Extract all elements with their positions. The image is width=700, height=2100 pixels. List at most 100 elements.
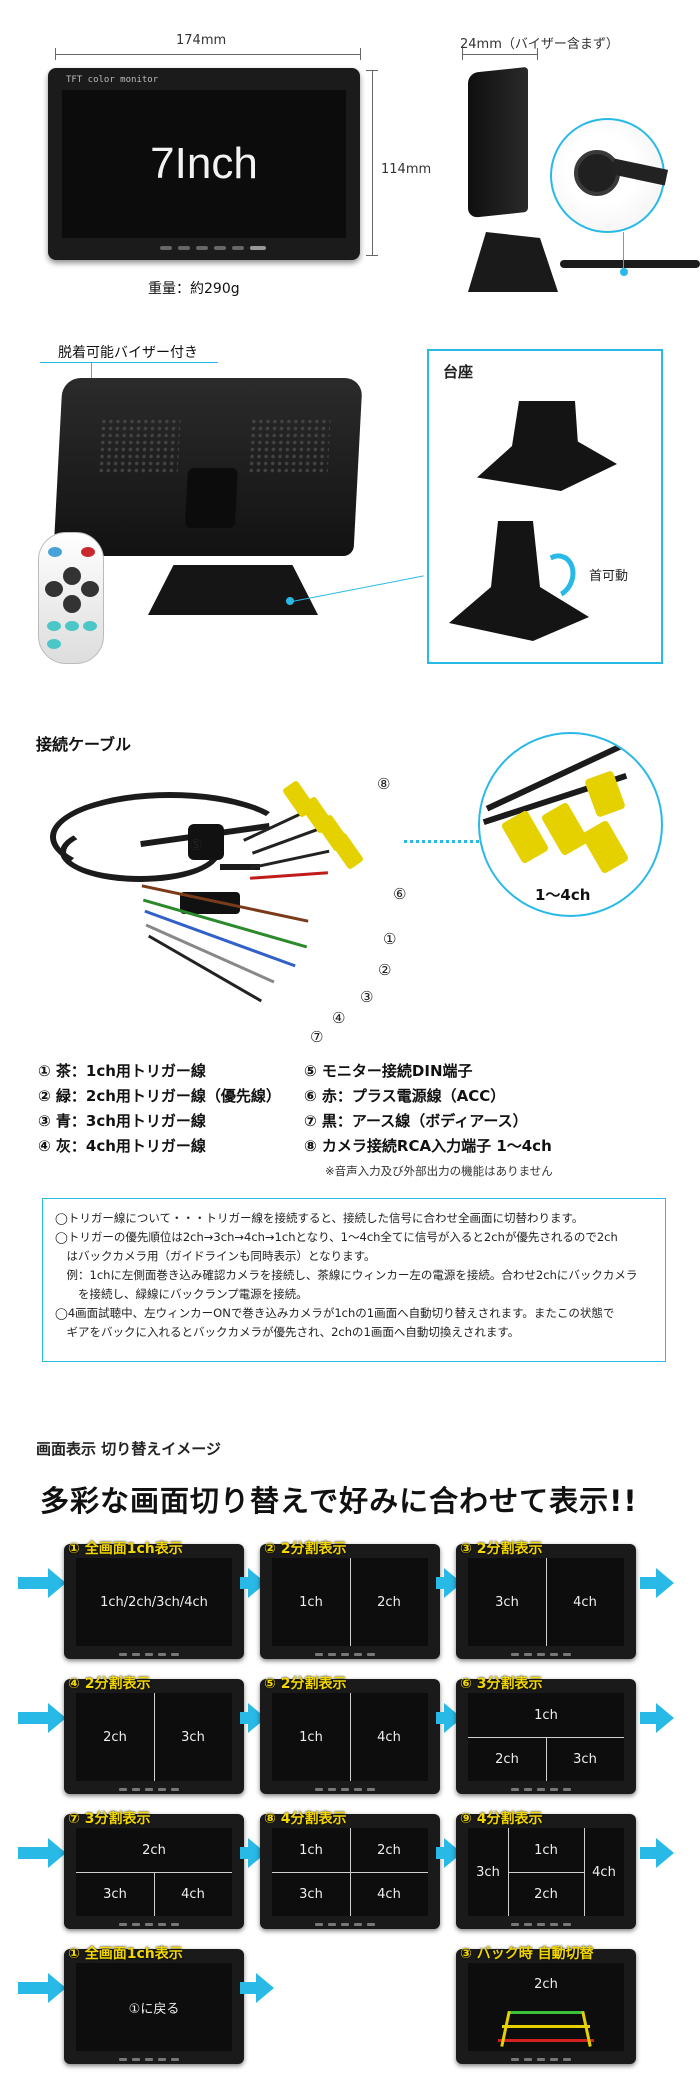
panel-cell: 2ch <box>377 1842 401 1858</box>
stand-box-title: 台座 <box>443 363 474 381</box>
monitor-size-label: 7Inch <box>150 139 258 188</box>
remote-control-image <box>38 532 104 664</box>
cable-number-4: ④ <box>332 1009 346 1027</box>
flow-arrow <box>640 1847 658 1859</box>
note-line: を接続し、緑線にバックランプ電源を接続。 <box>55 1287 308 1301</box>
panel-cell: 1ch/2ch/3ch/4ch <box>100 1594 208 1610</box>
note-line: ◯トリガーの優先順位は2ch→3ch→4ch→1chとなり、1〜4ch全てに信号… <box>55 1230 618 1244</box>
flow-arrow-head <box>48 1568 66 1598</box>
panel-label: ⑦ 3分割表示 <box>68 1811 151 1827</box>
panel-cell: 4ch <box>377 1886 401 1902</box>
monitor-buttons <box>160 246 266 250</box>
flow-arrow <box>640 1712 658 1724</box>
flow-arrow <box>240 1847 250 1859</box>
monitor-back-image <box>53 378 363 556</box>
display-panel-back: 2ch ③ バック時 自動切替 <box>456 1946 636 2064</box>
flow-arrow <box>436 1847 446 1859</box>
dim-tick <box>55 48 56 60</box>
rotate-label: 首可動 <box>589 569 629 584</box>
visor-pointer-line <box>91 362 92 390</box>
monitor-brand-text: TFT color monitor <box>66 75 159 85</box>
legend-rca: ⑧ カメラ接続RCA入力端子 1〜4ch <box>304 1137 552 1155</box>
monitor-front-image: TFT color monitor 7Inch <box>48 68 360 260</box>
cable-side <box>560 260 700 268</box>
panel-cell: 4ch <box>592 1864 616 1880</box>
stand-pointer-line <box>292 575 424 602</box>
rca-zoom-label: 1〜4ch <box>535 886 591 904</box>
note-line: はバックカメラ用（ガイドラインも同時表示）となります。 <box>55 1249 376 1263</box>
monitor-side-bracket <box>468 232 558 292</box>
stand-top-image <box>477 401 617 491</box>
note-line: ◯4画面試聴中、左ウィンカーONで巻き込みカメラが1chの1画面へ自動切り替えさ… <box>55 1306 615 1320</box>
panel-label: ⑧ 4分割表示 <box>264 1811 347 1827</box>
flow-arrow <box>436 1577 446 1589</box>
panel-cell: 2ch <box>142 1842 166 1858</box>
monitor-side-image <box>468 66 528 219</box>
panel-cell: ①に戻る <box>128 2001 180 2017</box>
display-panel-4: 2ch 3ch ④ 2分割表示 <box>64 1676 244 1794</box>
cable-diagram <box>40 772 420 1052</box>
cable-number-3: ③ <box>360 988 374 1006</box>
display-panel-6: 1ch 2ch 3ch ⑥ 3分割表示 <box>456 1676 636 1794</box>
legend-brown: ① 茶：1ch用トリガー線 <box>38 1062 206 1080</box>
display-panel-9: 1ch 3ch 4ch 2ch ⑨ 4分割表示 <box>456 1811 636 1929</box>
cable-number-1: ① <box>383 930 397 948</box>
stand-detail-box: 台座 首可動 <box>427 349 663 664</box>
panel-cell: 2ch <box>534 1976 558 1992</box>
flow-arrow-head <box>656 1838 674 1868</box>
panel-cell: 2ch <box>534 1886 558 1902</box>
panel-cell: 3ch <box>476 1864 500 1880</box>
display-subtitle: 画面表示 切り替えイメージ <box>36 1440 221 1458</box>
note-line: 例：1chに左側面巻き込み確認カメラを接続し、茶線にウィンカー左の電源を接続。合… <box>55 1268 638 1282</box>
note-line: ◯トリガー線について・・・トリガー線を接続すると、接続した信号に合わせ全画面に切… <box>55 1211 584 1225</box>
display-panel-7: 2ch 3ch 4ch ⑦ 3分割表示 <box>64 1811 244 1929</box>
flow-arrow <box>240 1712 250 1724</box>
dimension-height: 114mm <box>381 162 432 177</box>
display-title: 多彩な画面切り替えで好みに合わせて表示!! <box>40 1484 638 1518</box>
legend-blue: ③ 青：3ch用トリガー線 <box>38 1112 206 1130</box>
panel-cell: 3ch <box>299 1886 323 1902</box>
legend-green: ② 緑：2ch用トリガー線（優先線） <box>38 1087 281 1105</box>
connector-zoom-circle <box>550 118 669 233</box>
panel-cell: 1ch <box>299 1842 323 1858</box>
panel-label: ⑤ 2分割表示 <box>264 1676 347 1692</box>
panel-label: ⑥ 3分割表示 <box>460 1676 543 1692</box>
rca-dotted-line <box>404 840 479 843</box>
flow-arrow-head <box>48 1973 66 2003</box>
flow-arrow-head <box>656 1703 674 1733</box>
panel-cell: 3ch <box>573 1751 597 1767</box>
flow-arrow-head <box>656 1568 674 1598</box>
panel-cell: 1ch <box>534 1707 558 1723</box>
dim-tick <box>366 70 378 71</box>
flow-arrow <box>240 1982 258 1994</box>
monitor-screen: 7Inch <box>62 90 346 238</box>
dim-tick <box>366 255 378 256</box>
display-panel-3: 3ch 4ch ③ 2分割表示 <box>456 1541 636 1659</box>
visor-label-underline <box>40 362 218 363</box>
dimension-depth-line <box>462 54 537 55</box>
display-panel-8: 1ch 2ch 3ch 4ch ⑧ 4分割表示 <box>260 1811 440 1929</box>
flow-arrow <box>240 1577 250 1589</box>
cable-number-7: ⑦ <box>310 1028 324 1046</box>
visor-label: 脱着可能バイザー付き <box>58 345 198 361</box>
cable-number-8: ⑧ <box>377 775 391 793</box>
legend-gray: ④ 灰：4ch用トリガー線 <box>38 1137 206 1155</box>
panel-label: ① 全画面1ch表示 <box>68 1541 183 1557</box>
panel-cell: 4ch <box>377 1729 401 1745</box>
stand-base-image <box>148 565 318 615</box>
panel-cell: 3ch <box>181 1729 205 1745</box>
note-line: ギアをバックに入れるとバックカメラが優先され、2chの1画面へ自動切換えされます… <box>55 1325 520 1339</box>
cable-number-5: ⑤ <box>189 836 203 854</box>
flow-arrow <box>18 1982 50 1994</box>
panel-cell: 2ch <box>377 1594 401 1610</box>
panel-cell: 4ch <box>573 1594 597 1610</box>
flow-arrow <box>18 1712 50 1724</box>
legend-red: ⑥ 赤：プラス電源線（ACC） <box>304 1087 506 1105</box>
display-panel-2: 1ch 2ch ② 2分割表示 <box>260 1541 440 1659</box>
dimension-width-line <box>55 54 360 55</box>
flow-arrow <box>640 1577 658 1589</box>
dimension-height-line <box>372 70 373 255</box>
panel-cell: 1ch <box>534 1842 558 1858</box>
dim-tick <box>537 48 538 60</box>
display-panel-1: 1ch/2ch/3ch/4ch ① 全画面1ch表示 <box>64 1541 244 1659</box>
